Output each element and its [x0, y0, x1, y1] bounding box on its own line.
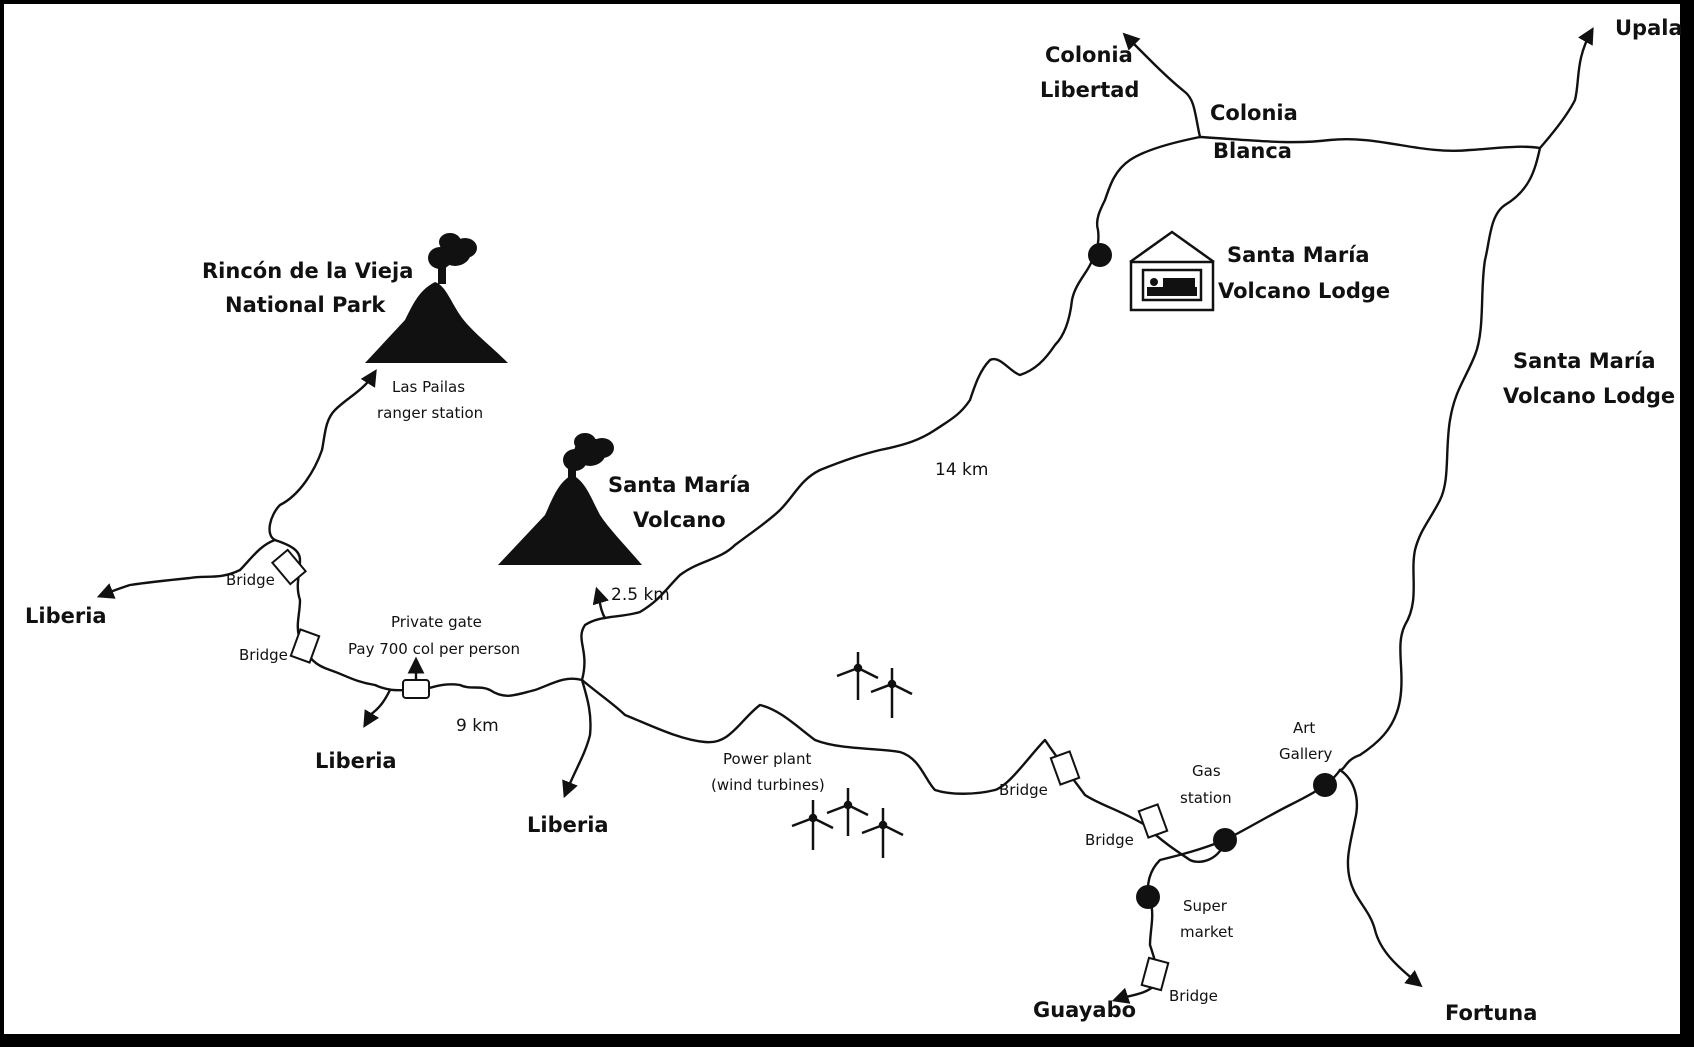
road-to-liberia-west: [96, 538, 277, 599]
road-to-fortuna: [1338, 768, 1423, 988]
label-bridge: Bridge: [226, 571, 275, 589]
label-liberia-south: Liberia: [315, 749, 397, 773]
label-las-pailas-2: ranger station: [377, 404, 483, 422]
marker-dot-icon: [1213, 828, 1237, 852]
bridge-icon: [1137, 803, 1169, 839]
label-private-gate-2: Pay 700 col per person: [348, 640, 520, 658]
bridge-icon: [1049, 750, 1081, 786]
road-to-colonia-libertad: [1122, 32, 1202, 139]
label-2-5km: 2.5 km: [611, 585, 670, 605]
label-rincon-1: Rincón de la Vieja: [202, 259, 413, 283]
volcano-icon: [498, 433, 642, 565]
label-lodge-top-2: Volcano Lodge: [1218, 279, 1390, 303]
label-lodge-right-1: Santa María: [1513, 349, 1656, 373]
road-power-plant: [580, 678, 1227, 863]
road-west: [268, 369, 584, 697]
label-lodge-top-1: Santa María: [1227, 243, 1370, 267]
label-gas-station-2: station: [1180, 789, 1232, 807]
label-colonia-blanca-2: Blanca: [1213, 139, 1292, 163]
map-paper: [4, 4, 1680, 1034]
wind-turbine-icon: [826, 788, 869, 836]
label-supermarket-1: Super: [1183, 897, 1228, 915]
label-liberia-bottom: Liberia: [527, 813, 609, 837]
marker-dot-icon: [1136, 885, 1160, 909]
label-colonia-libertad-1: Colonia: [1045, 43, 1133, 67]
volcano-icon: [365, 233, 508, 363]
road-to-upala: [1198, 27, 1594, 152]
label-santa-maria-volcano-2: Volcano: [633, 508, 726, 532]
label-colonia-blanca-1: Colonia: [1210, 101, 1298, 125]
label-bridge: Bridge: [1085, 831, 1134, 849]
marker-dot-icon: [1313, 773, 1337, 797]
road-east: [1338, 146, 1542, 772]
label-art-gallery-1: Art: [1293, 719, 1315, 737]
label-fortuna: Fortuna: [1445, 1001, 1537, 1025]
label-gas-station-1: Gas: [1192, 762, 1221, 780]
label-power-plant-1: Power plant: [723, 750, 812, 768]
lodge-icon: [1129, 230, 1215, 312]
road-to-liberia-bottom: [562, 678, 592, 799]
label-art-gallery-2: Gallery: [1279, 745, 1333, 763]
label-colonia-libertad-2: Libertad: [1040, 78, 1139, 102]
marker-dot-icon: [1088, 243, 1112, 267]
label-las-pailas-1: Las Pailas: [392, 378, 465, 396]
label-bridge: Bridge: [239, 646, 288, 664]
bridge-icon: [270, 548, 308, 586]
wind-turbine-icon: [836, 652, 879, 700]
road-spur-volcano: [592, 586, 609, 620]
gate-icon: [402, 679, 430, 699]
label-private-gate-1: Private gate: [391, 613, 482, 631]
roads: [96, 27, 1594, 1004]
label-9km: 9 km: [456, 716, 499, 736]
road-main-north: [580, 135, 1202, 682]
label-rincon-2: National Park: [225, 293, 386, 317]
label-lodge-right-2: Volcano Lodge: [1503, 384, 1675, 408]
wind-turbine-icon: [870, 668, 913, 718]
bridge-icon: [1140, 956, 1170, 992]
label-supermarket-2: market: [1180, 923, 1233, 941]
label-bridge: Bridge: [999, 781, 1048, 799]
label-guayabo: Guayabo: [1033, 998, 1136, 1022]
label-power-plant-2: (wind turbines): [711, 776, 825, 794]
label-14km: 14 km: [935, 460, 988, 480]
label-upala: Upala: [1615, 16, 1683, 40]
label-liberia-west: Liberia: [25, 604, 107, 628]
wind-turbine-icon: [791, 800, 834, 850]
road-to-liberia-south: [363, 688, 392, 728]
label-santa-maria-volcano-1: Santa María: [608, 473, 751, 497]
label-bridge: Bridge: [1169, 987, 1218, 1005]
wind-turbine-icon: [861, 808, 904, 858]
bridge-icon: [289, 628, 321, 664]
